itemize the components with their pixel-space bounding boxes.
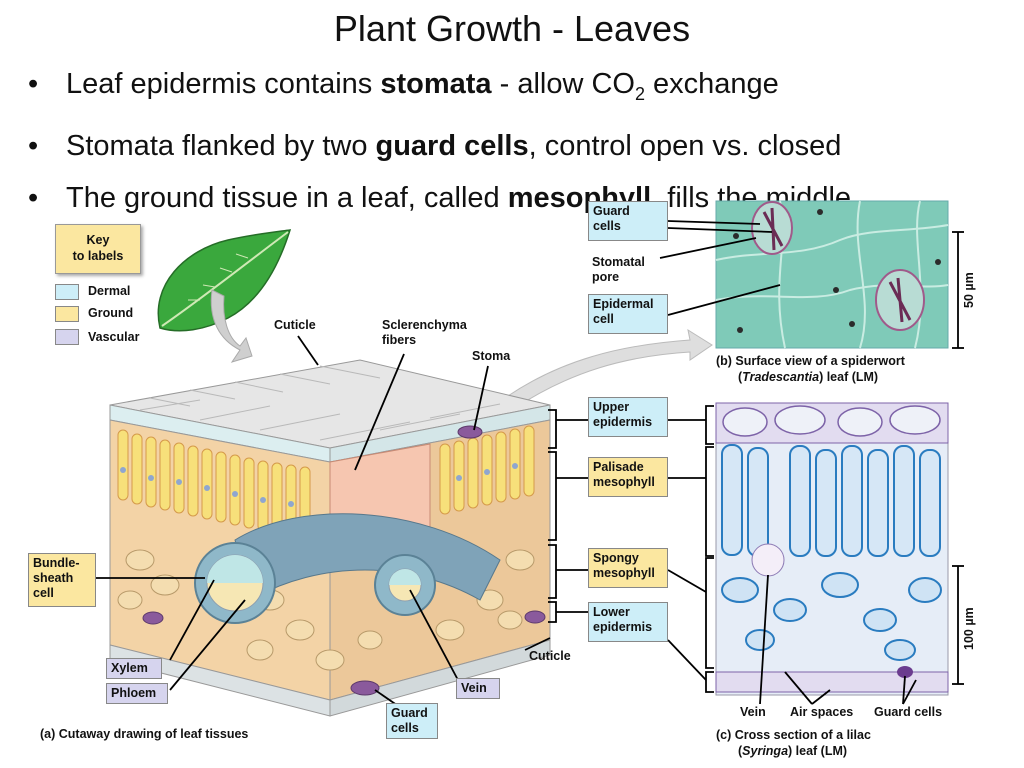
caption-c: (c) Cross section of a lilac (Syringa) l… <box>716 728 871 758</box>
caption-a: (a) Cutaway drawing of leaf tissues <box>40 727 249 741</box>
caption-b: (b) Surface view of a spiderwort (Trades… <box>716 354 905 384</box>
micrograph-cross-section <box>715 402 949 696</box>
legend-swatch-dermal <box>55 284 79 300</box>
legend-swatch-vascular <box>55 329 79 345</box>
scale-bar-50: 50 µm <box>962 272 976 308</box>
bullet-item: •Leaf epidermis contains stomata - allow… <box>28 68 779 104</box>
legend-label-vascular: Vascular <box>88 330 140 344</box>
label-vein-c: Vein <box>740 705 766 719</box>
label-phloem: Phloem <box>106 683 168 704</box>
label-stoma: Stoma <box>472 349 511 363</box>
slide-title: Plant Growth - Leaves <box>333 8 691 49</box>
legend-label-dermal: Dermal <box>88 284 131 298</box>
key-to-labels: Key to labels <box>55 224 141 274</box>
label-guard-cells-c: Guard cells <box>874 705 943 719</box>
legend-swatch-ground <box>55 306 79 322</box>
scale-bar-100: 100 µm <box>962 607 976 650</box>
micrograph-surface-view <box>715 200 949 349</box>
legend-label-ground: Ground <box>88 306 134 320</box>
cutaway-block <box>109 359 551 717</box>
bullet-list: •Leaf epidermis contains stomata - allow… <box>28 58 1018 224</box>
bullet-item: •Stomata flanked by two guard cells, con… <box>28 129 842 162</box>
label-air-spaces: Air spaces <box>790 705 854 719</box>
bullet-item: •The ground tissue in a leaf, called mes… <box>28 181 852 214</box>
label-vein: Vein <box>456 678 500 699</box>
label-xylem: Xylem <box>106 658 162 679</box>
label-cuticle-top: Cuticle <box>274 318 316 332</box>
label-cuticle-bottom: Cuticle <box>529 649 571 663</box>
leaf-icon <box>157 229 292 332</box>
